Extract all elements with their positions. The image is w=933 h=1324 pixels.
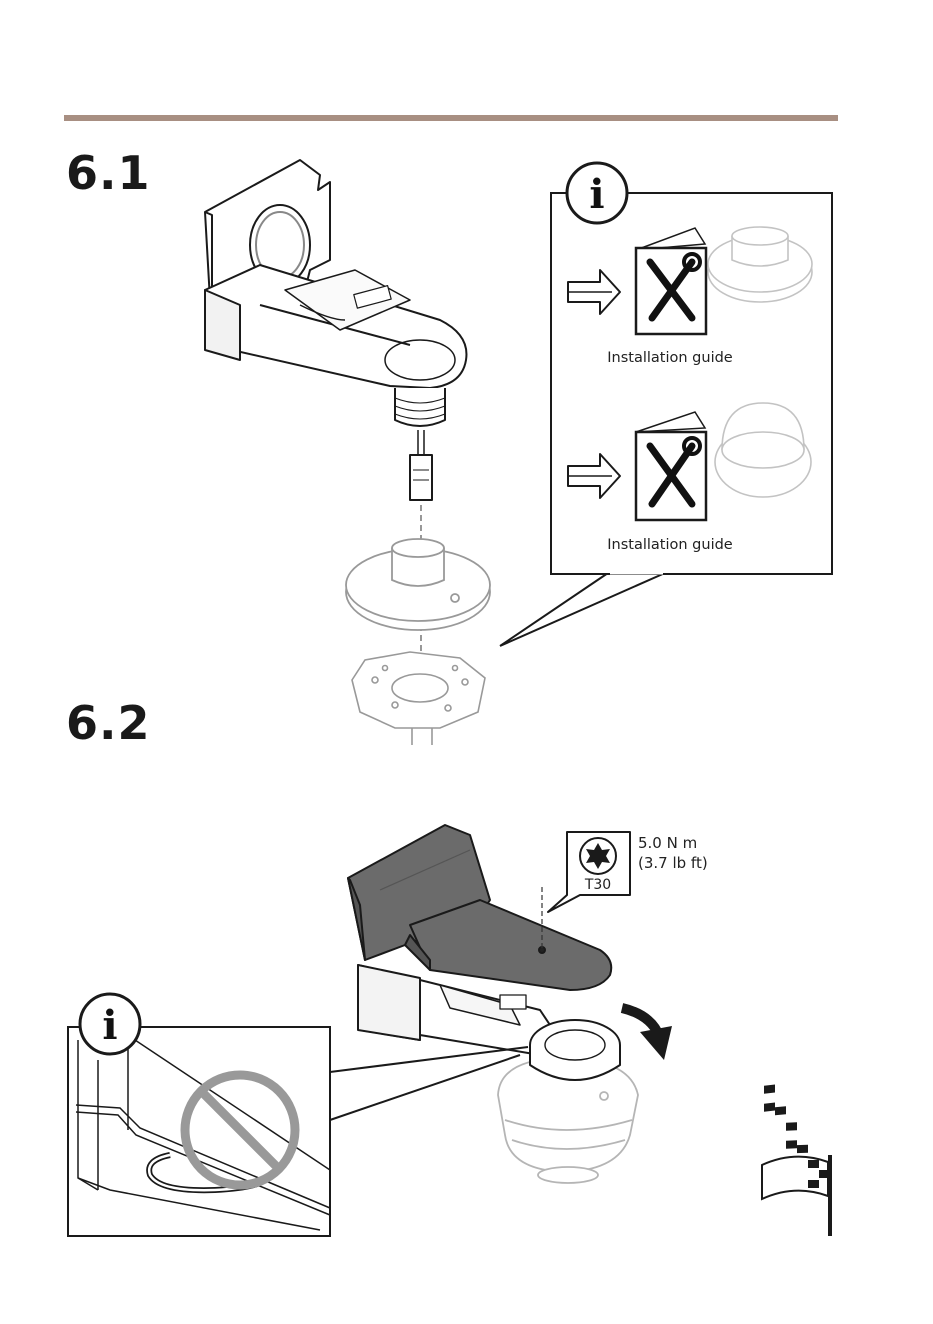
torque-value-metric: 5.0 N m (638, 834, 697, 852)
info-box-1: i Installation guide (551, 163, 832, 574)
torque-value-imperial: (3.7 lb ft) (638, 854, 708, 872)
callout-pointer (500, 573, 665, 646)
installation-guide-caption-2: Installation guide (607, 537, 733, 553)
wall-bracket-open-illustration (205, 160, 466, 500)
info-box-2: i (68, 994, 330, 1236)
installation-guide-caption-1: Installation guide (607, 350, 733, 366)
torque-callout: T30 5.0 N m (3.7 lb ft) (548, 832, 708, 912)
zoom-callout-lines (330, 1047, 528, 1120)
info-icon: i (567, 163, 627, 223)
torx-bit-icon (580, 838, 616, 874)
svg-text:i: i (102, 1002, 117, 1049)
pendant-adapter-illustration (346, 539, 490, 630)
svg-text:i: i (589, 171, 604, 218)
torx-bit-size: T30 (584, 877, 611, 893)
installation-guide-icon (636, 412, 706, 520)
rotate-close-arrow-icon (622, 1008, 672, 1060)
mounting-plate-illustration (352, 652, 485, 745)
info-icon: i (80, 994, 140, 1054)
dome-camera-faded-icon (715, 403, 811, 497)
checkered-flag-icon (762, 1085, 830, 1236)
